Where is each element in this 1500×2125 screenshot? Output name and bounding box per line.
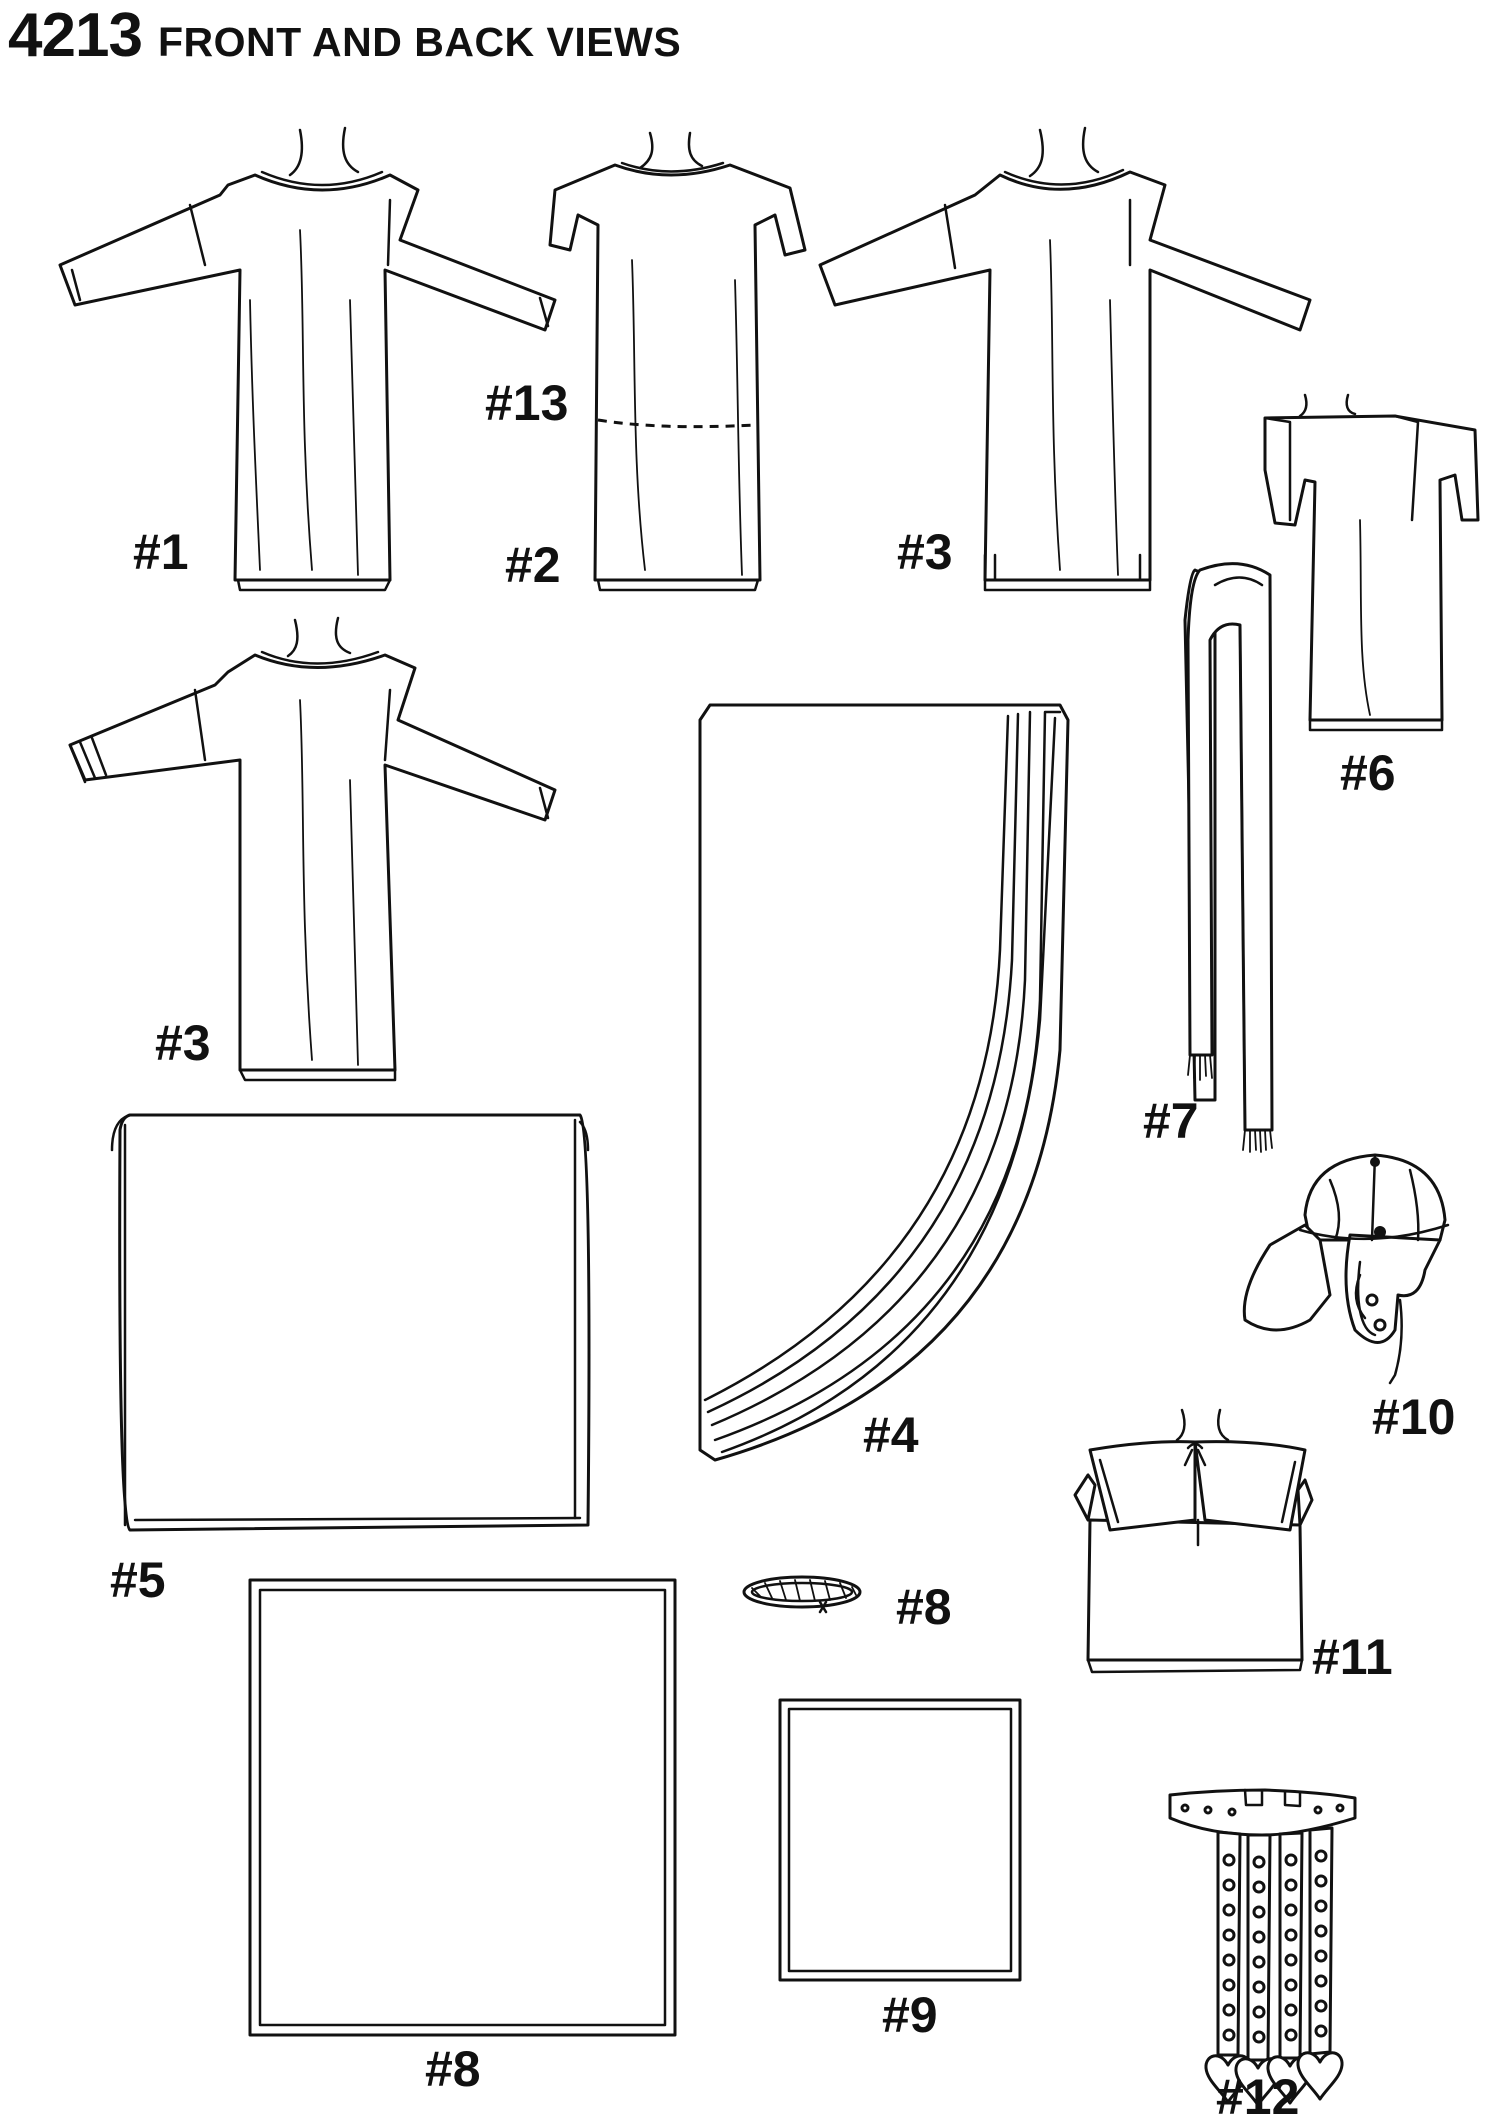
view-label-7: #7 <box>1143 1093 1199 1149</box>
page-title: FRONT AND BACK VIEWS <box>157 19 682 65</box>
view-label-12: #12 <box>1216 2069 1300 2125</box>
illustration-view-4 <box>698 703 1070 1462</box>
view-label-4: #4 <box>863 1407 919 1463</box>
illustration-view-8-belt <box>742 1575 862 1614</box>
pattern-number: 4213 <box>8 1 143 70</box>
illustration-view-11 <box>1073 1408 1314 1674</box>
illustration-view-3-top <box>818 126 1312 592</box>
view-label-1: #1 <box>133 524 189 580</box>
illustration-view-3-bottom <box>68 616 557 1082</box>
view-label-5: #5 <box>110 1552 166 1608</box>
illustration-view-8-square <box>248 1578 677 2037</box>
illustration-view-1 <box>58 126 557 592</box>
illustration-view-9 <box>778 1698 1022 1982</box>
illustration-view-5 <box>110 1113 591 1532</box>
view-label-8-belt: #8 <box>896 1579 952 1635</box>
view-label-13: #13 <box>485 375 569 431</box>
illustration-view-12 <box>1168 1788 1357 2107</box>
view-label-8-square: #8 <box>425 2041 481 2097</box>
belt-studs <box>1222 1849 1328 2044</box>
illustration-view-10 <box>1242 1153 1450 1385</box>
view-label-10: #10 <box>1372 1389 1456 1445</box>
belt-heart-tabs <box>1204 2051 1344 2107</box>
view-label-11: #11 <box>1312 1629 1393 1685</box>
view-label-9: #9 <box>882 1987 938 2043</box>
illustration-view-7 <box>1183 562 1274 1153</box>
view-label-2: #2 <box>505 537 561 593</box>
view-label-3-bottom: #3 <box>155 1015 211 1071</box>
page-header: 4213 FRONT AND BACK VIEWS <box>8 0 681 71</box>
view-label-3-top: #3 <box>897 524 953 580</box>
illustration-view-2 <box>548 131 807 592</box>
illustration-view-6 <box>1263 393 1480 732</box>
view-label-6: #6 <box>1340 745 1396 801</box>
